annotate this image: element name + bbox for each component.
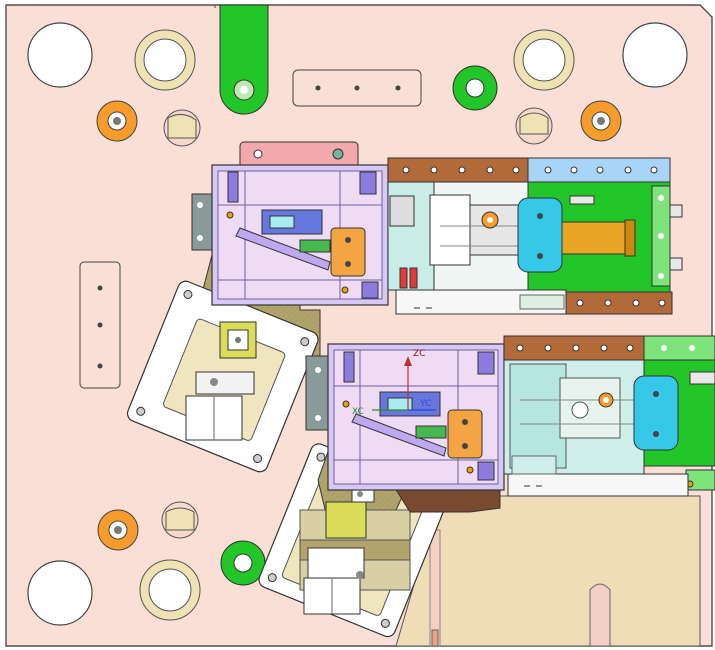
upper-gold-rod — [559, 221, 635, 255]
ring-top-right — [513, 29, 575, 91]
axis-label-x: XC — [352, 407, 364, 417]
corner-hole-top-right — [622, 22, 688, 88]
lower-cyan-clamp — [633, 375, 679, 451]
green-lever-top — [219, 4, 269, 115]
lower-orange-pad — [447, 409, 483, 459]
coordinate-triad — [372, 356, 436, 411]
ring-bottom-left — [139, 559, 201, 621]
lower-slider-assembly — [258, 335, 715, 638]
left-slot — [79, 261, 121, 389]
upper-yellow-pad — [219, 321, 257, 359]
upper-orange-pad — [330, 227, 366, 277]
axis-label-z: ZC — [413, 349, 425, 359]
bushing-top-right — [580, 100, 622, 142]
upper-cyan-clamp — [517, 197, 563, 273]
top-slot — [292, 69, 422, 107]
axis-label-y: YC — [419, 399, 431, 409]
green-guide-bottom-left — [220, 540, 266, 586]
corner-hole-bottom-left — [27, 560, 93, 626]
bushing-top-left — [96, 100, 138, 142]
lower-insert-block — [395, 495, 701, 647]
green-guide-top-right — [452, 65, 498, 111]
ring-top-left — [134, 29, 196, 91]
ejector-rod — [589, 583, 611, 647]
upper-slider-assembly — [126, 141, 683, 473]
lower-yellow-pad — [325, 501, 367, 539]
corner-hole-top-left — [27, 22, 93, 88]
bushing-bottom-left — [97, 509, 139, 551]
